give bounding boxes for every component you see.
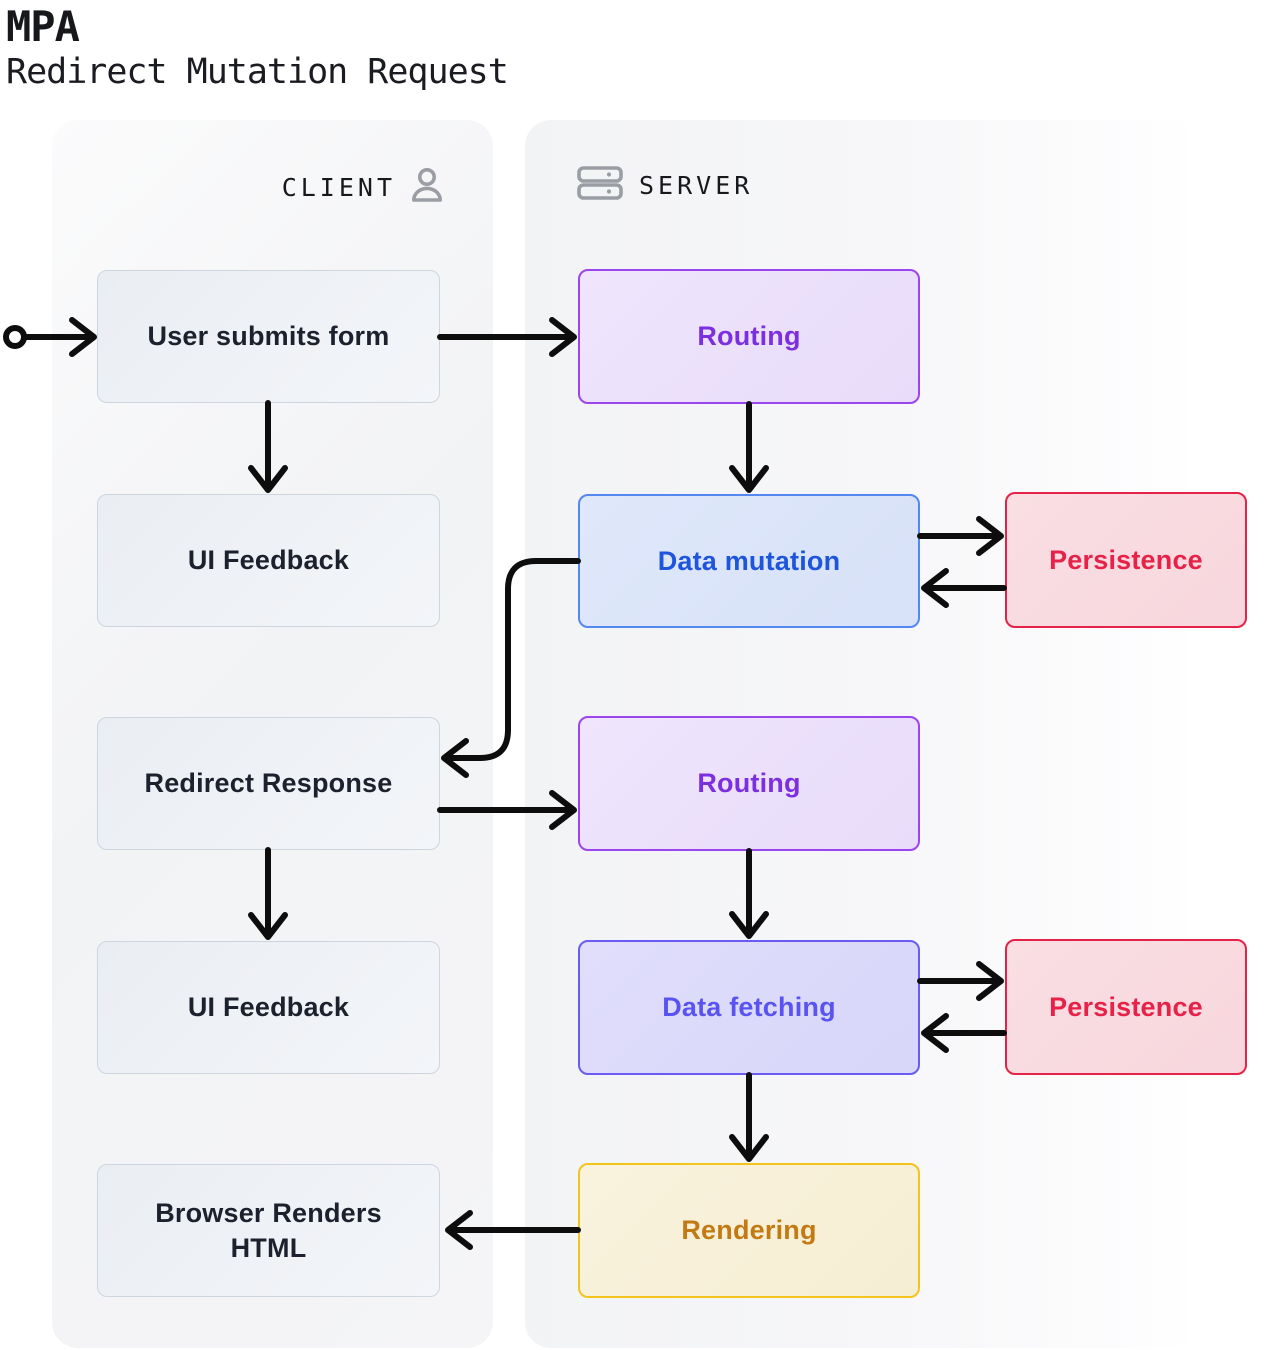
node-label: Persistence bbox=[1049, 991, 1203, 1022]
server-icon bbox=[577, 166, 623, 205]
node-user-submits-form: User submits form bbox=[97, 270, 440, 403]
start-node bbox=[3, 325, 27, 349]
server-lane-label: SERVER bbox=[639, 171, 754, 200]
node-data-mutation: Data mutation bbox=[578, 494, 920, 628]
node-label: Redirect Response bbox=[144, 768, 393, 798]
node-label: UI Feedback bbox=[187, 545, 350, 575]
page-title: MPA bbox=[6, 2, 80, 51]
node-rendering: Rendering bbox=[578, 1163, 920, 1298]
node-label: Data mutation bbox=[657, 545, 841, 576]
node-label: Persistence bbox=[1049, 544, 1203, 575]
client-lane-header: CLIENT bbox=[52, 166, 445, 209]
node-data-fetching: Data fetching bbox=[578, 940, 920, 1075]
node-routing-1: Routing bbox=[578, 269, 920, 404]
node-label: Rendering bbox=[681, 1215, 817, 1245]
page-subtitle: Redirect Mutation Request bbox=[6, 52, 509, 92]
node-persistence-1: Persistence bbox=[1005, 492, 1247, 628]
node-ui-feedback-2: UI Feedback bbox=[97, 941, 440, 1074]
node-persistence-2: Persistence bbox=[1005, 939, 1247, 1075]
node-label: Data fetching bbox=[662, 992, 836, 1022]
node-routing-2: Routing bbox=[578, 716, 920, 851]
node-browser-renders-html: Browser Renders HTML bbox=[97, 1164, 440, 1297]
node-label: Routing bbox=[697, 768, 801, 798]
node-redirect-response: Redirect Response bbox=[97, 717, 440, 850]
node-label: Browser Renders HTML bbox=[155, 1197, 382, 1263]
user-icon bbox=[409, 166, 445, 209]
node-label: User submits form bbox=[147, 321, 390, 351]
node-ui-feedback-1: UI Feedback bbox=[97, 494, 440, 627]
node-label: UI Feedback bbox=[187, 992, 350, 1022]
node-label: Routing bbox=[697, 321, 801, 351]
client-lane-label: CLIENT bbox=[281, 173, 396, 202]
server-lane-header: SERVER bbox=[577, 166, 753, 205]
